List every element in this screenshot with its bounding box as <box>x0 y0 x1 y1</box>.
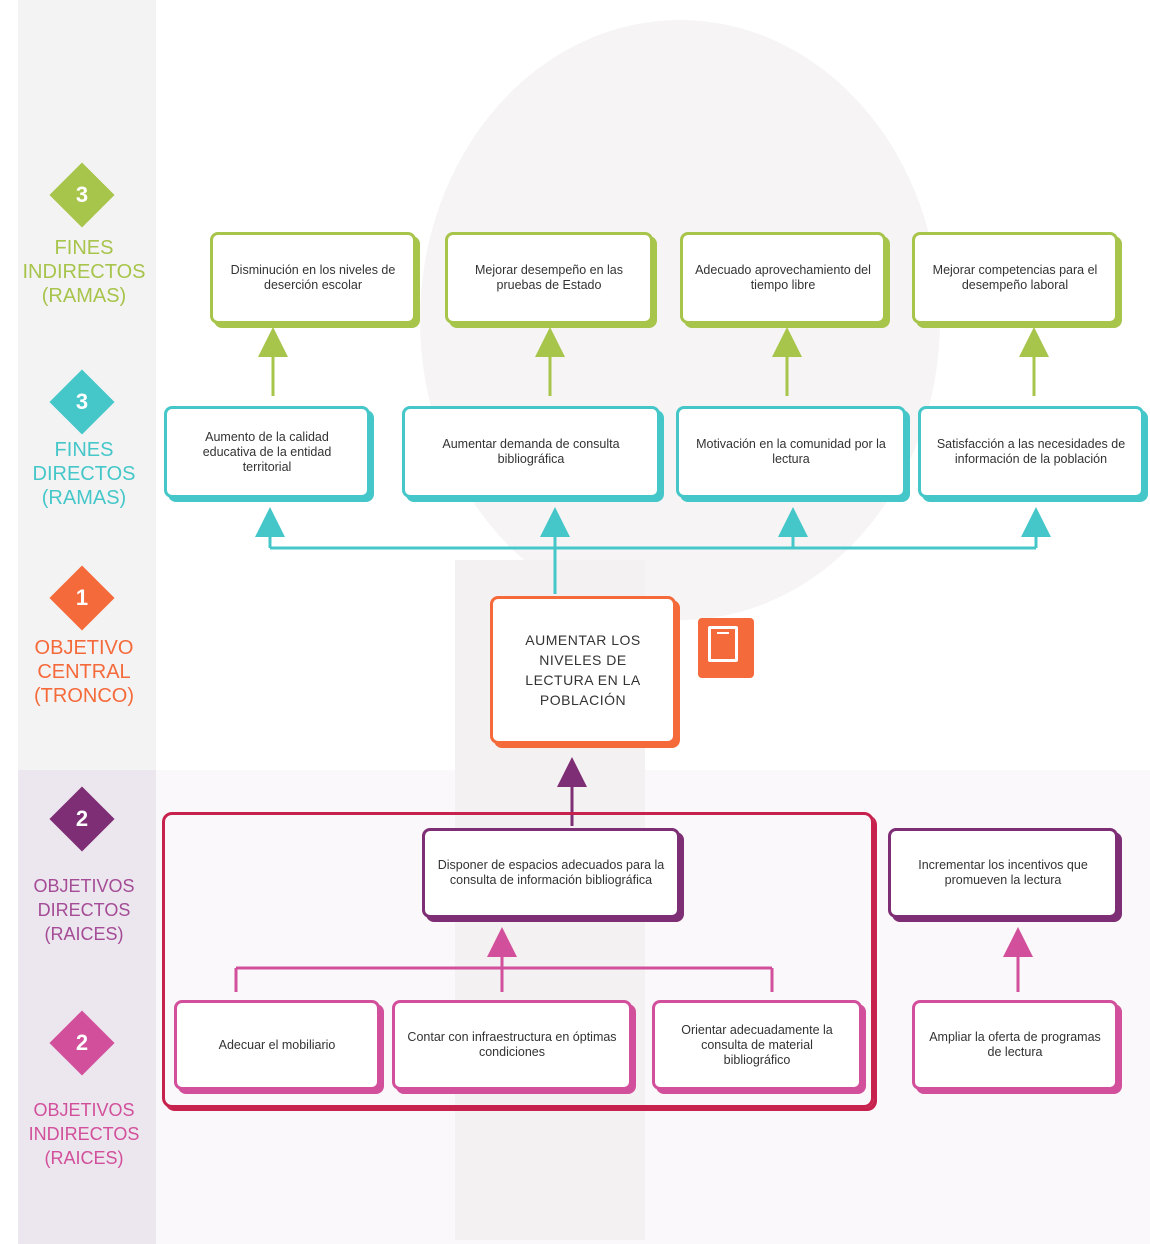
fin-indirecto-box: Disminución en los niveles de deserción … <box>210 232 416 324</box>
objetivo-indirecto-box: Adecuar el mobiliario <box>174 1000 380 1090</box>
fin-directo-box: Motivación en la comunidad por la lectur… <box>676 406 906 498</box>
level-number-objetivos-indirectos: 2 <box>75 1030 89 1055</box>
document-icon-frame <box>708 626 738 662</box>
level-number-objetivos-directos: 2 <box>75 806 89 831</box>
fin-indirecto-box: Mejorar desempeño en las pruebas de Esta… <box>445 232 653 324</box>
cyan-arrows <box>255 507 1051 594</box>
fin-indirecto-box: Adecuado aprovechamiento del tiempo libr… <box>680 232 886 324</box>
level-number-fines-directos: 3 <box>75 389 89 414</box>
level-number-fines-indirectos: 3 <box>75 182 89 207</box>
objetivo-indirecto-box: Orientar adecuadamente la consulta de ma… <box>652 1000 862 1090</box>
level-label-objetivos-directos: OBJETIVOS DIRECTOS (RAICES) <box>33 876 135 944</box>
objetivo-central-box: AUMENTAR LOS NIVELES DE LECTURA EN LA PO… <box>490 596 676 744</box>
objetivo-indirecto-box: Contar con infraestructura en óptimas co… <box>392 1000 632 1090</box>
green-arrows <box>258 327 1049 396</box>
level-label-objetivo-central: OBJETIVO CENTRAL (TRONCO) <box>34 637 134 707</box>
level-label-fines-directos: FINES DIRECTOS (RAMAS) <box>32 439 136 509</box>
document-icon-line <box>717 632 729 634</box>
fin-directo-box: Aumentar demanda de consulta bibliográfi… <box>402 406 660 498</box>
document-icon <box>698 618 754 678</box>
level-number-objetivo-central: 1 <box>75 585 89 610</box>
level-label-objetivos-indirectos: OBJETIVOS INDIRECTOS (RAICES) <box>28 1100 140 1168</box>
fin-directo-box: Aumento de la calidad educativa de la en… <box>164 406 370 498</box>
level-label-fines-indirectos: FINES INDIRECTOS (RAMAS) <box>22 237 146 307</box>
roots-column-background <box>18 770 156 1244</box>
fin-indirecto-box: Mejorar competencias para el desempeño l… <box>912 232 1118 324</box>
fin-directo-box: Satisfacción a las necesidades de inform… <box>918 406 1144 498</box>
objetivo-directo-box: Incrementar los incentivos que promueven… <box>888 828 1118 918</box>
objetivo-directo-box: Disponer de espacios adecuados para la c… <box>422 828 680 918</box>
objetivo-indirecto-box: Ampliar la oferta de programas de lectur… <box>912 1000 1118 1090</box>
roots-group-frame <box>162 812 874 1108</box>
pink-arrows <box>234 927 1033 992</box>
